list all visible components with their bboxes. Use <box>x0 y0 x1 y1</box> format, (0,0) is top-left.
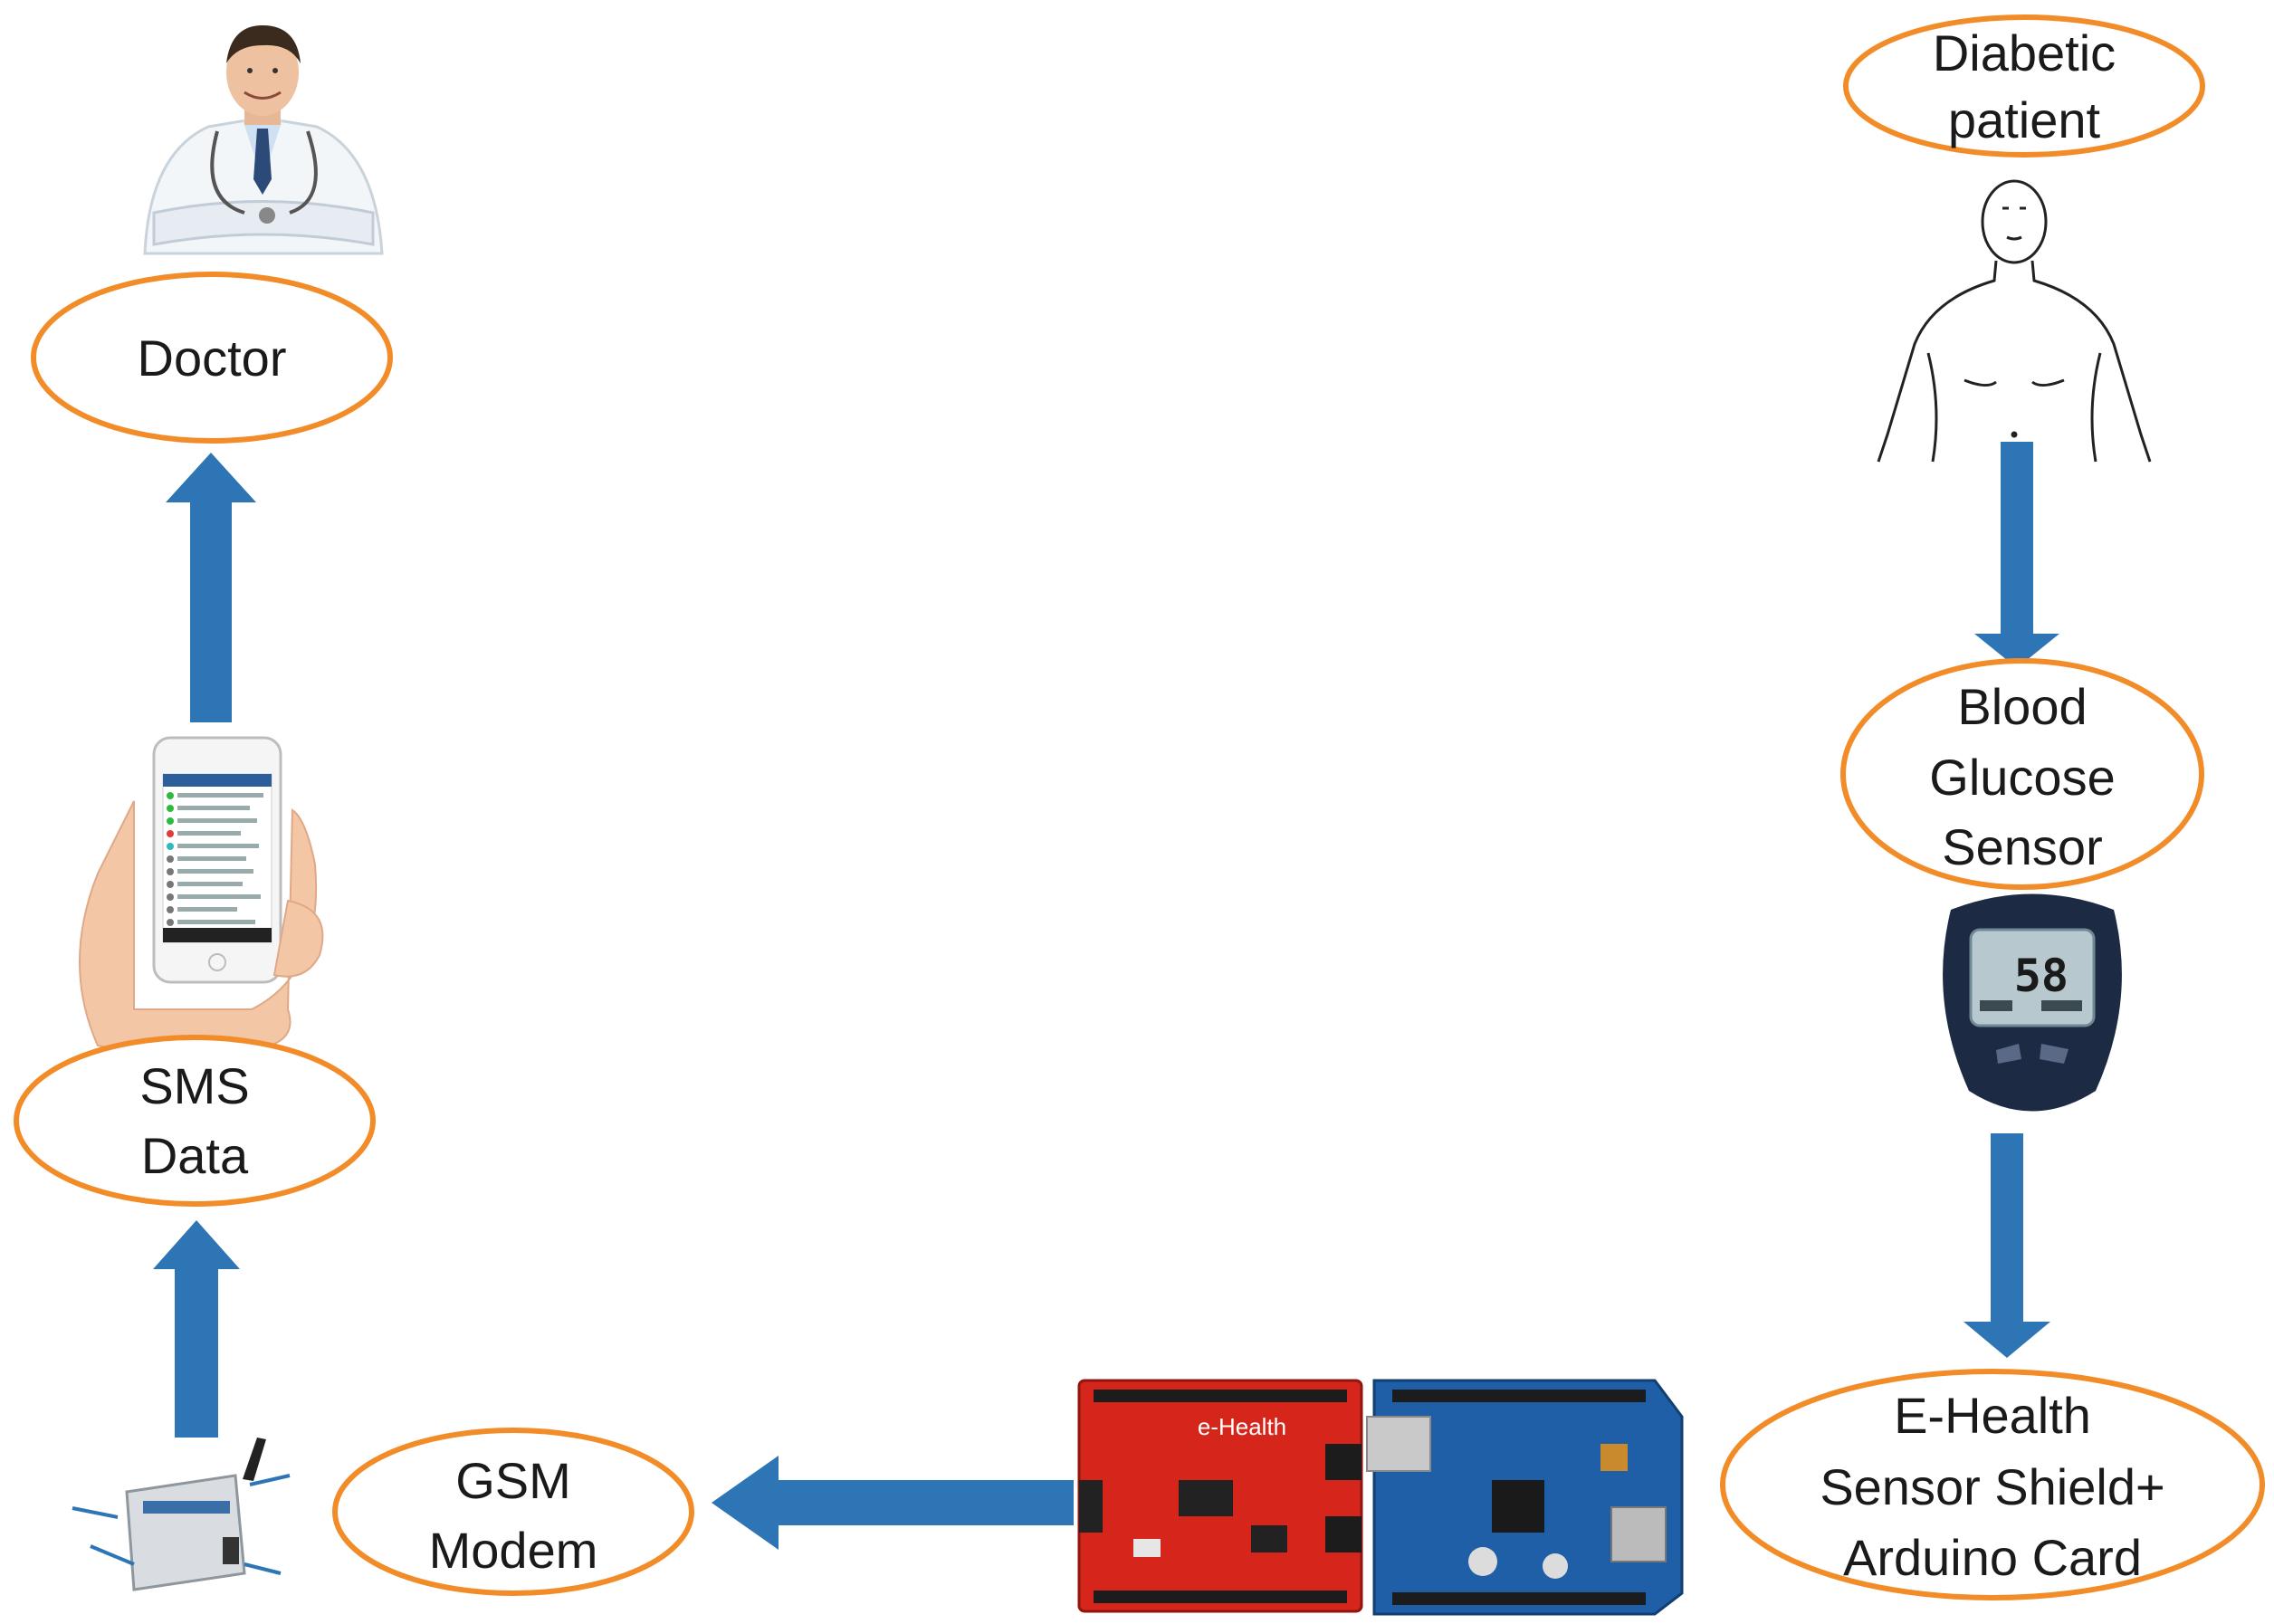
gsm-modem-device <box>72 1438 291 1591</box>
node-sms-data-line-1: SMS <box>139 1057 249 1114</box>
glucose-meter-device: 58 <box>1943 893 2122 1112</box>
node-ehealth-shield-line-3: Arduino Card <box>1843 1529 2142 1586</box>
board-label: e-Health <box>1198 1413 1286 1440</box>
arrow-phone-to-doctor <box>166 453 256 722</box>
arrow-shield-to-gsm <box>712 1456 1074 1550</box>
node-blood-glucose-sensor-line-1: Blood <box>1957 678 2087 735</box>
smartphone-icon <box>79 736 324 1056</box>
node-blood-glucose-sensor-line-2: Glucose <box>1929 749 2115 806</box>
arrow-gsm-to-sms <box>153 1220 240 1438</box>
node-diabetic-patient-line-2: patient <box>1948 91 2101 148</box>
node-sms-data-line-2: Data <box>141 1127 249 1184</box>
phone-message-list <box>167 792 263 926</box>
patient-body-icon <box>1877 179 2152 463</box>
node-doctor-line-1: Doctor <box>138 330 287 387</box>
arrow-sensor-to-shield <box>1963 1133 2050 1358</box>
node-blood-glucose-sensor-line-3: Sensor <box>1942 818 2102 875</box>
node-ehealth-shield: E-Health Sensor Shield+ Arduino Card <box>1720 1369 2265 1600</box>
node-gsm-modem-line-2: Modem <box>429 1522 598 1579</box>
node-blood-glucose-sensor: Blood Glucose Sensor <box>1840 658 2204 890</box>
node-gsm-modem: GSM Modem <box>332 1428 694 1596</box>
node-sms-data: SMS Data <box>14 1035 376 1207</box>
node-doctor: Doctor <box>31 272 393 444</box>
node-ehealth-shield-line-1: E-Health <box>1894 1387 2091 1444</box>
glucose-reading: 58 <box>2014 950 2069 1002</box>
node-diabetic-patient-line-1: Diabetic <box>1933 24 2116 81</box>
doctor-figure-icon <box>143 25 384 255</box>
arrow-patient-to-sensor <box>1974 442 2059 668</box>
arduino-board <box>1366 1379 1684 1616</box>
ehealth-shield-board: e-Health <box>1077 1379 1363 1613</box>
node-gsm-modem-line-1: GSM <box>455 1452 571 1509</box>
node-ehealth-shield-line-2: Sensor Shield+ <box>1820 1458 2164 1515</box>
node-diabetic-patient: Diabetic patient <box>1843 14 2205 158</box>
